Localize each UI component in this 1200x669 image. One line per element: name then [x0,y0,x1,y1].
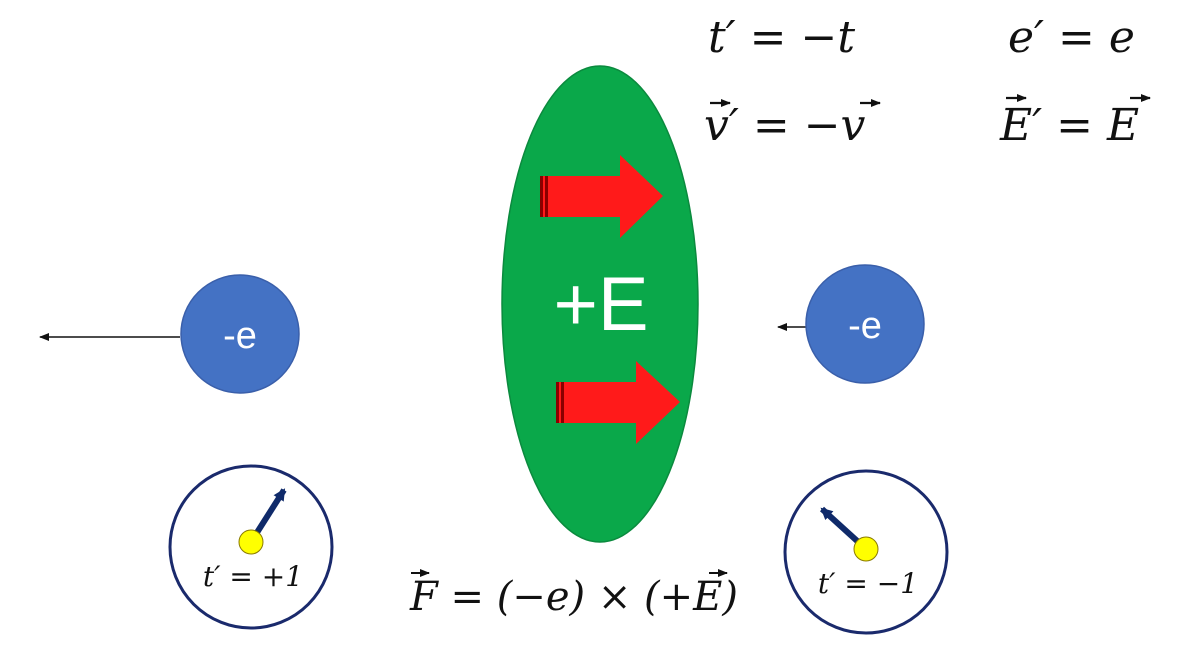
clock-right-label: t′ = −1 [818,567,918,600]
eq-field-group: E′ = E [999,94,1151,151]
eq-time-reversal: t′ = −t [708,12,855,63]
charge-right-label: -e [848,305,882,347]
eq-field: E′ = E [999,100,1139,151]
field-label: +E [553,262,648,347]
right-arrow-icon [540,155,663,238]
clock-icon [783,469,949,635]
eq-velocity-group: v′ = −v [704,99,881,151]
eq-charge: e′ = e [1008,12,1135,63]
eq-force: F = (−e) × (+E) [409,574,738,620]
charge-left-label: -e [223,315,257,357]
charge-right [805,264,925,384]
force-group: F = (−e) × (+E) [409,569,738,620]
eq-velocity: v′ = −v [704,100,866,151]
right-arrow-icon [556,361,680,444]
clock-icon [168,464,334,630]
clock-left-label: t′ = +1 [203,560,303,593]
charge-left [180,274,300,394]
